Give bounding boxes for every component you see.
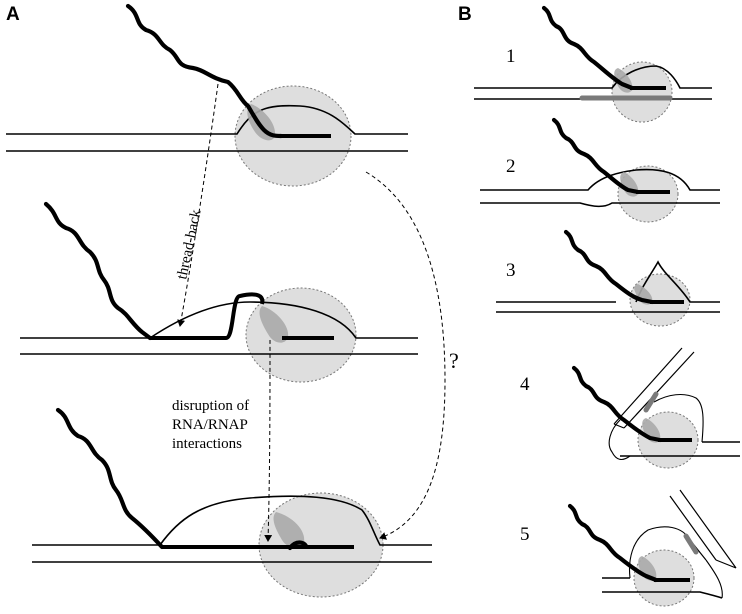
step-5: 5 (520, 489, 737, 607)
disruption-label-line1: disruption of (172, 398, 249, 414)
dna-template-strand (32, 495, 432, 546)
rna-transcript (571, 365, 663, 443)
complex-a3 (32, 407, 432, 598)
step-1: 1 (474, 5, 712, 123)
step-number: 3 (506, 260, 516, 281)
rna-transcript (55, 407, 165, 550)
dna-nontemplate-strand (602, 591, 723, 599)
dna-bubble (628, 526, 723, 599)
panel-b-label: B (458, 4, 472, 25)
dna-template-strand (474, 65, 712, 89)
oligo-probe (683, 533, 699, 555)
rna-transcript (43, 201, 153, 341)
rna-transcript (551, 117, 641, 195)
oligo-tweezers (613, 347, 695, 429)
oligo-probe (643, 391, 659, 413)
rna-exit-channel (259, 306, 289, 343)
thread-back-arrow (177, 83, 219, 327)
rna-dna-hybrid (150, 292, 265, 340)
step-number: 4 (520, 374, 530, 395)
oligo-tweezers (669, 489, 737, 569)
question-arrow (365, 171, 446, 540)
complex-a2 (20, 201, 418, 383)
dna-template-strand (20, 301, 418, 339)
question-mark: ? (449, 348, 459, 373)
rnap-ellipse (245, 287, 357, 383)
dna-template-strand (480, 168, 720, 191)
step-3: 3 (496, 229, 720, 327)
rna-stub (287, 540, 309, 551)
step-2: 2 (480, 117, 720, 223)
rna-transcript (541, 5, 635, 91)
step-4: 4 (520, 347, 740, 469)
dna-bubble (608, 393, 704, 461)
dna-template-strand (6, 104, 408, 135)
rna-transcript (567, 503, 659, 583)
step-number: 2 (506, 156, 516, 177)
rna-exit-channel (273, 512, 305, 548)
disruption-arrow (264, 339, 273, 542)
disruption-label-line3: interactions (172, 436, 242, 452)
rna-transcript (125, 3, 284, 139)
rna-transcript (563, 229, 655, 305)
step-number: 5 (520, 524, 530, 545)
thread-back-label: thread-back (174, 208, 204, 281)
disruption-label-line2: RNA/RNAP (172, 417, 248, 433)
step-number: 1 (506, 46, 516, 67)
dna-nontemplate-strand (480, 202, 720, 208)
panel-a-label: A (6, 4, 20, 25)
complex-a1 (6, 3, 408, 187)
